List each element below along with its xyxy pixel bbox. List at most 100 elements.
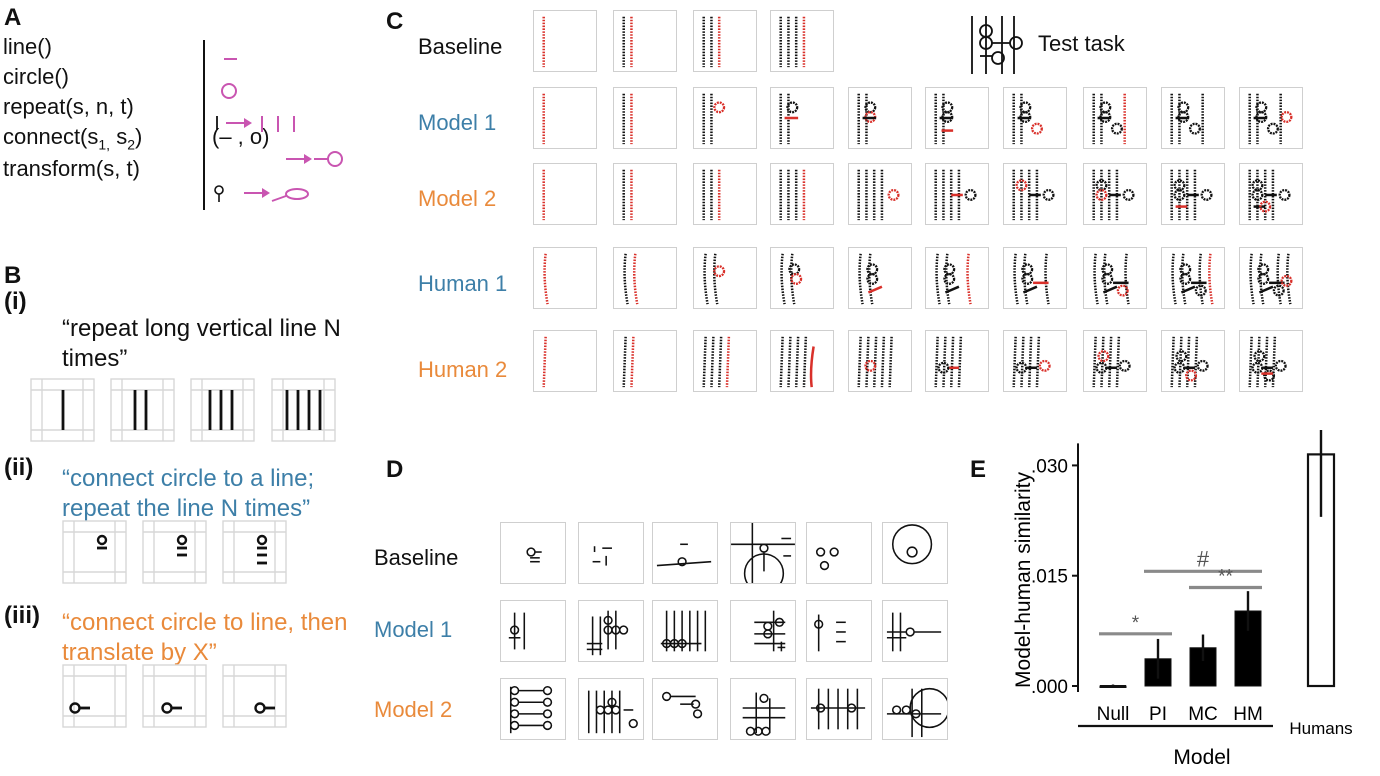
c-drawing-tile xyxy=(1239,330,1303,392)
d-drawing-tile xyxy=(882,600,948,662)
y-tick-label: .015 xyxy=(1031,567,1068,588)
c-drawing-tile xyxy=(848,330,912,392)
panel-b-item-3-label: (iii) xyxy=(4,602,40,629)
b-ii-tile xyxy=(142,520,207,584)
panel-b-item-2-label: (ii) xyxy=(4,454,34,481)
d-drawing-tile xyxy=(578,600,644,662)
panel-a-letter: A xyxy=(4,4,22,31)
y-tick-label: .000 xyxy=(1031,677,1068,698)
c-drawing-tile xyxy=(1083,163,1147,225)
panel-b-item-1-label: (i) xyxy=(4,288,27,315)
c-drawing-tile xyxy=(533,87,597,149)
c-row-label-human-2: Human 2 xyxy=(418,357,508,382)
c-drawing-tile xyxy=(533,163,597,225)
test-task-figure xyxy=(971,16,1023,74)
c-drawing-tile xyxy=(925,87,989,149)
c-row-label-model-1: Model 1 xyxy=(418,110,497,135)
d-drawing-tile xyxy=(652,678,718,740)
d-drawing-tile xyxy=(882,678,948,740)
c-drawing-tile xyxy=(770,163,834,225)
c-drawing-tile xyxy=(1003,87,1067,149)
c-drawing-tile xyxy=(1239,163,1303,225)
c-drawing-tile xyxy=(770,330,834,392)
c-drawing-tile xyxy=(613,87,677,149)
panel-a-examples xyxy=(214,58,343,202)
c-drawing-tile xyxy=(693,247,757,309)
c-drawing-tile xyxy=(848,163,912,225)
primitive-connect: connect(s1, s2) xyxy=(3,124,143,153)
x-tick-label: HM xyxy=(1233,704,1263,725)
panel-b-letter: B xyxy=(4,262,22,289)
d-drawing-tile xyxy=(730,600,796,662)
chart-y-label: Model-human similarity xyxy=(1012,472,1035,688)
panel-b-item-2-text: “connect circle to a line; repeat the li… xyxy=(62,465,315,522)
c-drawing-tile xyxy=(1161,87,1225,149)
c-drawing-tile xyxy=(613,10,677,72)
c-drawing-tile xyxy=(1083,247,1147,309)
x-tick-label: MC xyxy=(1188,704,1218,725)
c-drawing-tile xyxy=(533,247,597,309)
d-drawing-tile xyxy=(578,678,644,740)
c-drawing-tile xyxy=(1161,330,1225,392)
chart-x-label: Model xyxy=(1173,746,1230,769)
primitive-repeat: repeat(s, n, t) xyxy=(3,94,134,119)
c-drawing-tile xyxy=(1239,87,1303,149)
d-drawing-tile xyxy=(500,600,566,662)
d-drawing-tile xyxy=(652,522,718,584)
c-row-label-baseline: Baseline xyxy=(418,34,503,59)
c-drawing-tile xyxy=(613,330,677,392)
c-drawing-tile xyxy=(533,10,597,72)
c-drawing-tile xyxy=(1161,163,1225,225)
significance-label: * xyxy=(1132,613,1140,634)
b-ii-tile xyxy=(62,520,127,584)
c-row-label-model-2: Model 2 xyxy=(418,186,497,211)
x-tick-label: Humans xyxy=(1289,719,1352,738)
panel-a-divider xyxy=(203,40,205,210)
c-drawing-tile xyxy=(533,330,597,392)
c-drawing-tile xyxy=(1003,163,1067,225)
d-drawing-tile xyxy=(500,678,566,740)
c-row-label-human-1: Human 1 xyxy=(418,271,508,296)
b-ii-tile xyxy=(222,520,287,584)
x-tick-label: PI xyxy=(1149,704,1167,725)
significance-label: ** xyxy=(1218,566,1233,587)
c-drawing-tile xyxy=(613,163,677,225)
b-i-tile xyxy=(190,378,255,442)
x-tick-label: Null xyxy=(1097,704,1130,725)
c-drawing-tile xyxy=(1083,87,1147,149)
c-drawing-tile xyxy=(770,10,834,72)
c-drawing-tile xyxy=(1161,247,1225,309)
y-tick-label: .030 xyxy=(1031,456,1068,477)
d-drawing-tile xyxy=(652,600,718,662)
d-drawing-tile xyxy=(882,522,948,584)
c-drawing-tile xyxy=(693,10,757,72)
panel-d-letter: D xyxy=(386,456,404,483)
panel-b-item-3-text: “connect circle to line, then translate … xyxy=(62,609,348,666)
c-drawing-tile xyxy=(848,247,912,309)
panel-b-item-1-text: “repeat long vertical line N times” xyxy=(62,315,341,372)
c-drawing-tile xyxy=(925,247,989,309)
b-i-tile xyxy=(271,378,336,442)
connect-example-label: (– , o) xyxy=(212,124,270,149)
panel-c-letter: C xyxy=(386,8,404,35)
c-drawing-tile xyxy=(1003,247,1067,309)
c-drawing-tile xyxy=(693,87,757,149)
d-row-label-baseline: Baseline xyxy=(374,545,459,570)
d-drawing-tile xyxy=(578,522,644,584)
c-drawing-tile xyxy=(925,163,989,225)
significance-label: # xyxy=(1197,546,1210,571)
b-iii-tile xyxy=(62,664,127,728)
primitive-line: line() xyxy=(3,34,52,59)
d-row-label-model-2: Model 2 xyxy=(374,697,453,722)
c-drawing-tile xyxy=(770,247,834,309)
d-row-label-model-1: Model 1 xyxy=(374,617,453,642)
test-task-label: Test task xyxy=(1038,31,1125,56)
d-drawing-tile xyxy=(806,678,872,740)
c-drawing-tile xyxy=(693,163,757,225)
panel-e-letter: E xyxy=(970,456,987,483)
c-drawing-tile xyxy=(1083,330,1147,392)
d-drawing-tile xyxy=(806,522,872,584)
c-drawing-tile xyxy=(1239,247,1303,309)
c-drawing-tile xyxy=(925,330,989,392)
d-drawing-tile xyxy=(806,600,872,662)
